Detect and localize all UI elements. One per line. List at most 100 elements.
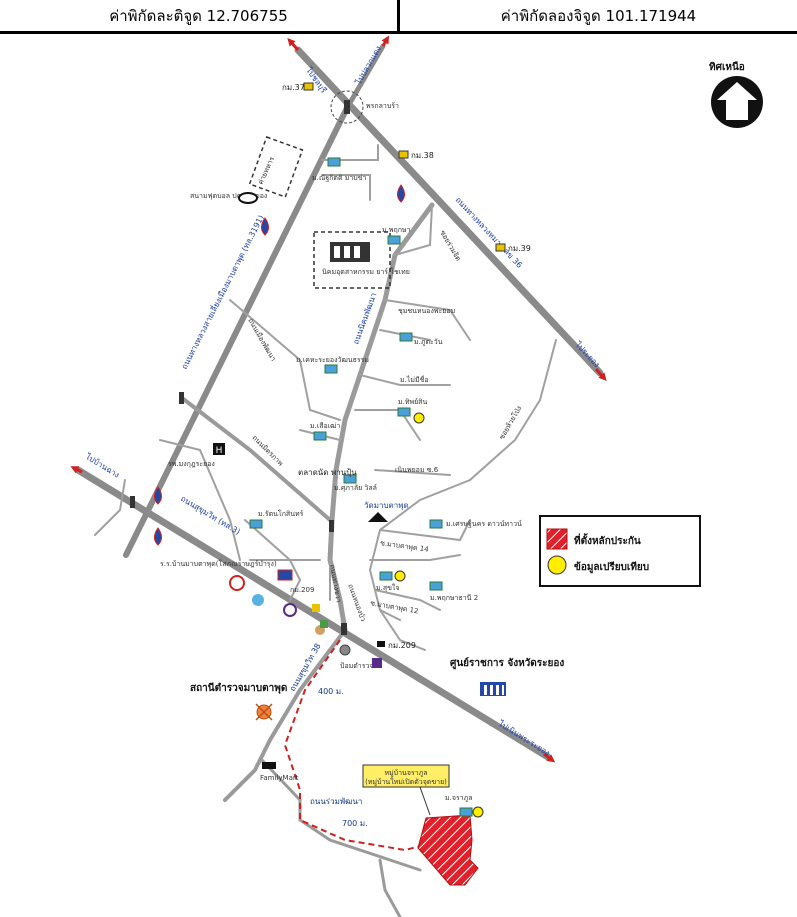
svg-text:ม.ทิพย์สิน: ม.ทิพย์สิน [398, 398, 427, 406]
east-curve-road [368, 339, 557, 651]
svg-text:ม.ณัฐกิตติ มาบข่า: ม.ณัฐกิตติ มาบข่า [312, 174, 367, 182]
svg-text:ม.จราภูล: ม.จราภูล [445, 794, 473, 802]
road-label-soi12: ซ.มาบตาพุด 12 [370, 599, 419, 615]
road-label-sukhumvit: ถนนสุขุมวิท (ทล.3) [179, 494, 242, 537]
legend-comparison-swatch [547, 555, 567, 575]
intersection-circle [330, 90, 364, 124]
route-to-property [283, 639, 426, 852]
highway-36 [294, 46, 604, 377]
road-label-mittraphap: ถนนมิตรภาพ [251, 434, 285, 468]
comparison-marker [394, 570, 406, 582]
sukhumvit-38-road [223, 628, 347, 802]
village-sukjai2: ม.สุขใจ [376, 570, 406, 592]
svg-text:ม.เคหะระยองวัฒนธรรม: ม.เคหะระยองวัฒนธรรม [296, 356, 369, 364]
traffic-light-icon [344, 100, 350, 114]
road-to-pluakdaeng [344, 43, 386, 111]
traffic-light-icon [329, 520, 334, 532]
village-callout: หมู่บ้านจราภูล (หมู่บ้านใหม่เปิดตัวจุดขา… [362, 764, 450, 816]
svg-text:รพ.มงกุฎระยอง: รพ.มงกุฎระยอง [168, 460, 215, 468]
comparison-marker [472, 806, 484, 818]
legend-comparison-label: ข้อมูลเปรียบเทียบ [574, 561, 649, 574]
comparison-marker [413, 412, 425, 424]
svg-text:วัดมาบตาพุด: วัดมาบตาพุด [364, 501, 409, 510]
familymart: FamilyMart [260, 762, 299, 782]
svg-text:ม.พฤกษาธานี 2: ม.พฤกษาธานี 2 [430, 594, 478, 602]
legend: ที่ตั้งหลักประกัน ข้อมูลเปรียบเทียบ [539, 515, 701, 587]
village-thiphat: ม.ทิพย์สิน [397, 398, 427, 424]
village-sukjai: ม.ศุภาลัย วิลล์ [334, 474, 377, 492]
government-center: ศูนย์ราชการ จังหวัดระยอง [450, 657, 564, 696]
route-arrows [70, 35, 607, 763]
gas-stations [154, 184, 405, 546]
svg-text:(หมู่บ้านใหม่เปิดตัวจุดขาย): (หมู่บ้านใหม่เปิดตัวจุดขาย) [365, 777, 447, 786]
village-natthakit: ม.ณัฐกิตติ มาบข่า [312, 157, 367, 182]
sukhumvit-highway [74, 466, 552, 761]
svg-text:ศูนย์ราชการ จังหวัดระยอง: ศูนย์ราชการ จังหวัดระยอง [450, 657, 564, 670]
hospital-icon [213, 443, 225, 455]
industrial-estate: นิคมอุตสาหกรรม ยาร์ โชเทย [313, 231, 410, 289]
temple-mabtaphut: วัดมาบตาพุด [364, 501, 409, 522]
gas-station-icon [154, 486, 162, 505]
svg-text:ม.รัตนโกสินทร์: ม.รัตนโกสินทร์ [258, 509, 304, 518]
shop-icon [372, 658, 382, 668]
road-label-soi14: ซ.มาบตาพุด 14 [380, 539, 430, 554]
svg-text:ตลาดนัด พานปุ้น: ตลาดนัด พานปุ้น [298, 468, 357, 477]
shop-icon [312, 604, 320, 612]
village-kesorn: ม.เคหะระยองวัฒนธรรม [296, 356, 369, 374]
svg-text:ม.เสือเฒ่า: ม.เสือเฒ่า [310, 422, 340, 430]
location-map: ไปชลบุรี ไปปลวกแดง ไประยอง ไปบ้านฉาง ไปเ… [70, 35, 763, 917]
store-icon [262, 762, 276, 769]
north-indicator: ทิศเหนือ [709, 61, 763, 128]
connector-road [180, 396, 332, 522]
svg-text:กม.37: กม.37 [282, 83, 305, 92]
road-label-soi6: เนินพยอม ซ.6 [395, 466, 439, 474]
svg-text:สนามฟุตบอล ปตท.ระยอง: สนามฟุตบอล ปตท.ระยอง [190, 192, 267, 200]
village-suea: ม.เสือเฒ่า [310, 422, 340, 441]
traffic-light-icon [179, 392, 184, 404]
km38-marker: กม.38 [398, 150, 434, 160]
svg-text:H: H [216, 446, 223, 456]
gas-station-icon [261, 217, 269, 236]
house-icon [324, 364, 338, 374]
community-phongphan: ชุมชนหนองพะยอม [398, 307, 455, 315]
road-label-khayai: ซอยร่วมจิต [438, 229, 462, 263]
traffic-light-icon [341, 623, 347, 635]
svg-text:ม.ภูตะวัน: ม.ภูตะวัน [414, 338, 443, 346]
house-icon [399, 332, 413, 342]
svg-text:ร.ร.บ้านมาบตาพุด(โสภณราษฎร์บำร: ร.ร.บ้านมาบตาพุด(โสภณราษฎร์บำรุง) [160, 559, 277, 568]
svg-text:กม.209: กม.209 [290, 586, 314, 594]
svg-text:สถานีตำรวจมาบตาพุด: สถานีตำรวจมาบตาพุด [190, 682, 287, 694]
bypass-road [123, 105, 350, 558]
collateral-property [417, 814, 479, 886]
road-label-ruamphatthana: ถนนร่วมพัฒนา [310, 797, 362, 806]
arrow-label-se: ไปเนินพระระยอง [496, 719, 551, 758]
traffic-light-icon [130, 496, 135, 508]
school-flag-icon [277, 569, 293, 581]
temple-icon [368, 512, 388, 522]
house-icon [327, 157, 341, 167]
market: ตลาดนัด พานปุ้น [298, 468, 357, 477]
police-booth: ป้อมตำรวจ [339, 644, 382, 670]
house-icon [387, 235, 401, 245]
svg-text:ม.ศุภาลัย วิลล์: ม.ศุภาลัย วิลล์ [334, 484, 377, 492]
legend-property-label: ที่ตั้งหลักประกัน [574, 533, 641, 547]
svg-text:FamilyMart: FamilyMart [260, 774, 299, 782]
stadium-icon [238, 192, 258, 204]
svg-text:ทิศเหนือ: ทิศเหนือ [709, 61, 745, 73]
traffic-lights [130, 100, 350, 635]
svg-text:กม.209: กม.209 [388, 641, 416, 650]
police-icon [339, 644, 351, 656]
house-icon [249, 519, 263, 529]
svg-text:นิคมอุตสาหกรรม ยาร์ โชเทย: นิคมอุตสาหกรรม ยาร์ โชเทย [322, 267, 410, 276]
village-namsai: ม.ไม่มีชื่อ [400, 375, 429, 384]
ruamphatthana-road [260, 758, 422, 872]
distance-700m: 700 ม. [342, 819, 368, 828]
svg-text:ม.เศรษฐินคร ดาวน์ทาวน์: ม.เศรษฐินคร ดาวน์ทาวน์ [446, 520, 522, 528]
school: ร.ร.บ้านมาบตาพุด(โสภณราษฎร์บำรุง) กม.209 [160, 559, 328, 635]
svg-text:ป้อมตำรวจ: ป้อมตำรวจ [340, 662, 374, 670]
village-sermsuk: ม.เศรษฐินคร ดาวน์ทาวน์ [429, 519, 522, 529]
svg-text:ม.พฤกษา: ม.พฤกษา [382, 226, 411, 234]
legend-property-swatch [546, 528, 568, 550]
stadium: สนามฟุตบอล ปตท.ระยอง [190, 192, 267, 204]
